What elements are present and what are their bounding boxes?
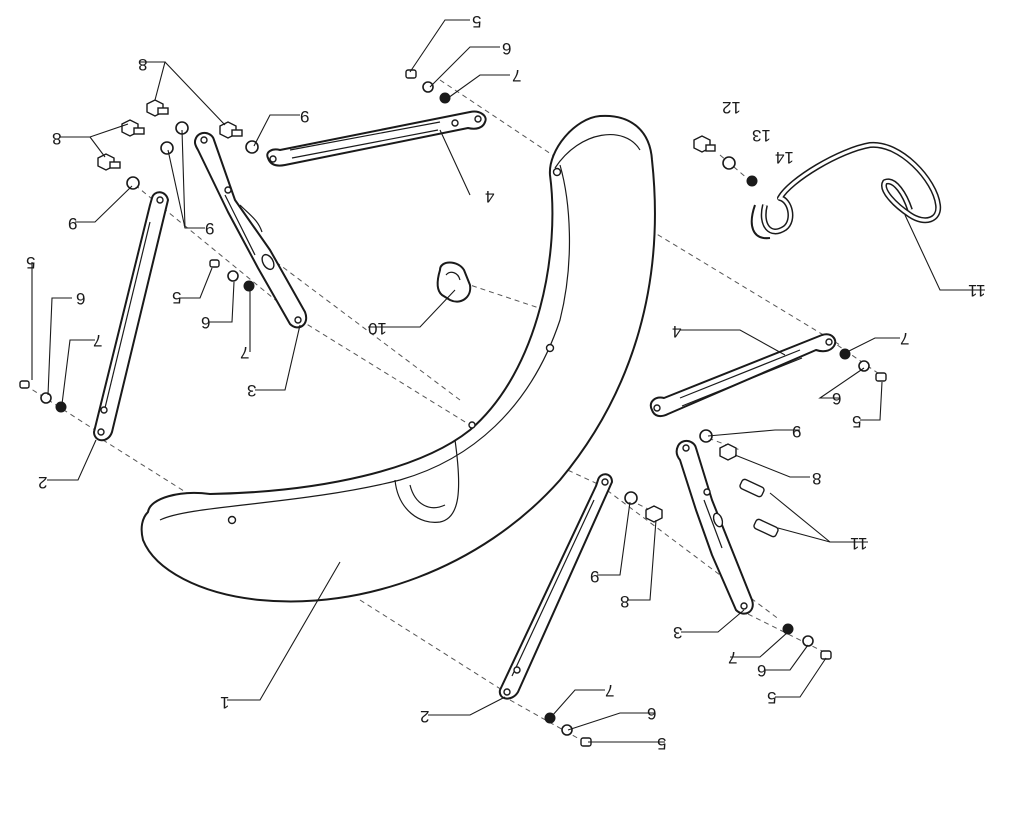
bolt-icon (693, 135, 716, 153)
callout-11: 11 (850, 534, 868, 553)
callout-8: 8 (812, 469, 821, 488)
callout-8: 8 (138, 55, 147, 74)
nut-icon (243, 280, 255, 292)
bolt-icon (820, 650, 832, 660)
callouts: 1 2 2 3 3 4 4 5 5 5 5 5 5 6 6 6 6 6 6 7 … (26, 12, 986, 753)
washer-icon (227, 270, 239, 282)
callout-3: 3 (673, 623, 682, 642)
callout-1: 1 (220, 693, 229, 712)
callout-5: 5 (767, 688, 776, 707)
bolt-icon (739, 478, 765, 498)
callout-7: 7 (240, 343, 249, 362)
callout-7: 7 (93, 331, 102, 350)
bracket-upper (193, 132, 308, 329)
washer-icon (126, 176, 140, 190)
callout-3: 3 (247, 381, 256, 400)
nut-icon (55, 401, 67, 413)
callout-9: 9 (205, 219, 214, 238)
callout-9: 9 (68, 214, 77, 233)
callout-6: 6 (757, 661, 766, 680)
washer-icon (40, 392, 52, 404)
strut-lower (498, 473, 613, 700)
callout-11: 11 (968, 281, 986, 300)
callout-5: 5 (472, 12, 481, 31)
callout-5: 5 (657, 734, 666, 753)
callout-10: 10 (368, 319, 387, 338)
callout-9: 9 (590, 567, 599, 586)
bracket-lower (675, 440, 754, 615)
wire-handle (750, 141, 942, 240)
callout-7: 7 (728, 648, 737, 667)
callout-9: 9 (792, 422, 801, 441)
callout-2: 2 (420, 707, 429, 726)
callout-6: 6 (201, 313, 210, 332)
callout-5: 5 (172, 288, 181, 307)
bolt-icon (219, 121, 243, 139)
callout-6: 6 (832, 389, 841, 408)
callout-6: 6 (647, 704, 656, 723)
clip-part (436, 261, 472, 303)
strut-left (93, 191, 169, 442)
washer-icon (422, 81, 434, 93)
callout-5: 5 (852, 412, 861, 431)
callout-14: 14 (775, 148, 794, 167)
bolt-icon (121, 119, 145, 137)
callout-7: 7 (900, 329, 909, 348)
callout-4: 4 (485, 187, 494, 206)
leader-lines (31, 19, 985, 743)
callout-7: 7 (512, 66, 521, 85)
washer-icon (561, 724, 573, 736)
washer-icon (160, 141, 174, 155)
callout-6: 6 (502, 39, 511, 58)
hardware (19, 69, 887, 747)
callout-8: 8 (620, 592, 629, 611)
callout-13: 13 (752, 126, 771, 145)
callout-2: 2 (38, 473, 47, 492)
nut-icon (746, 175, 758, 187)
bolt-icon (97, 153, 121, 171)
bolt-icon (719, 443, 737, 461)
bolt-icon (645, 505, 663, 523)
brace-top (266, 110, 487, 167)
callout-4: 4 (672, 322, 681, 341)
bolt-icon (875, 372, 887, 382)
bolt-icon (146, 99, 169, 117)
nut-icon (782, 623, 794, 635)
bolt-icon (209, 259, 220, 268)
bolt-icon (19, 380, 30, 389)
callout-6: 6 (76, 289, 85, 308)
washer-icon (802, 635, 814, 647)
callout-8: 8 (52, 129, 61, 148)
bolt-icon (753, 518, 779, 538)
callout-7: 7 (605, 681, 614, 700)
washer-icon (722, 156, 736, 170)
brace-right (649, 333, 837, 418)
callout-12: 12 (722, 98, 741, 117)
nut-icon (839, 348, 851, 360)
fender-panel (140, 114, 656, 603)
nut-icon (439, 92, 451, 104)
callout-5: 5 (26, 253, 35, 272)
callout-9: 9 (300, 107, 309, 126)
washer-icon (858, 360, 870, 372)
washer-icon (624, 491, 638, 505)
